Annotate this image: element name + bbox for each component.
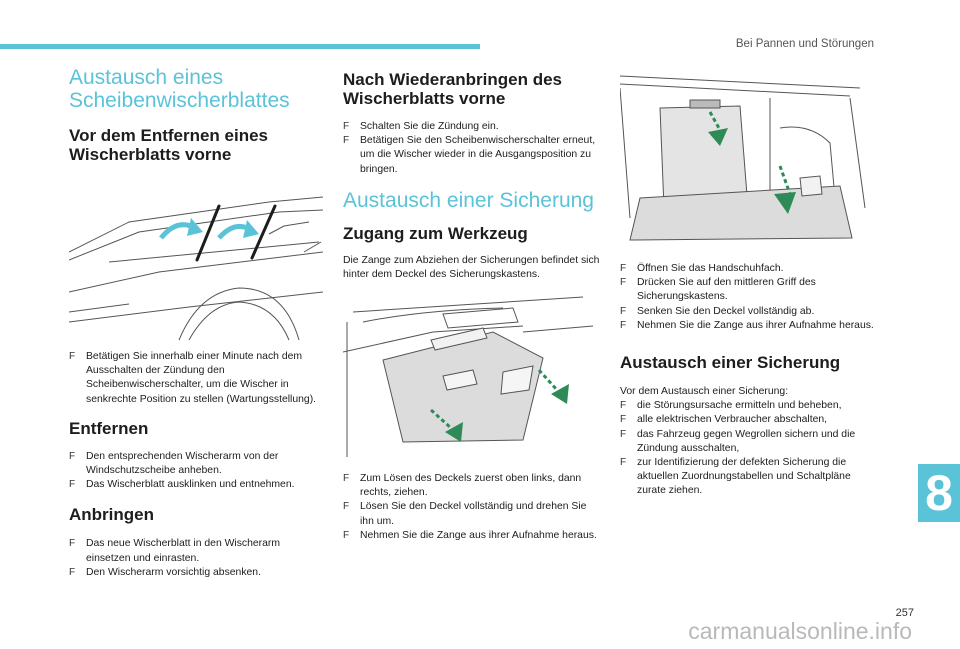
column-fuse-replace: Öffnen Sie das Handschuhfach. Drücken Si… — [620, 262, 876, 499]
list-item: Den Wischerarm vorsichtig absenken. — [69, 566, 324, 580]
list-item: das Fahrzeug gegen Wegrollen sichern und… — [620, 428, 876, 456]
list-item: Das neue Wischerblatt in den Wischerarm … — [69, 537, 324, 565]
wiper-illustration — [69, 192, 323, 342]
list-item: zur Identifizierung der defekten Sicheru… — [620, 456, 876, 499]
list-item: die Störungsursache ermitteln und behebe… — [620, 399, 876, 413]
watermark: carmanualsonline.info — [688, 618, 912, 644]
list-item: Den entsprechenden Wischerarm von der Wi… — [69, 450, 324, 478]
list-item: Öffnen Sie das Handschuhfach. — [620, 262, 876, 276]
list-item: alle elektrischen Verbraucher abschalten… — [620, 413, 876, 427]
column-wiper: Austausch eines Scheibenwischerblattes V… — [69, 66, 324, 164]
tool-access-text: Die Zange zum Abziehen der Sicherungen b… — [343, 254, 600, 281]
list-item: Drücken Sie auf den mittleren Griff des … — [620, 276, 876, 304]
list-item: Lösen Sie den Deckel vollständig und dre… — [343, 500, 601, 528]
list-item: Das Wischerblatt ausklinken und entnehme… — [69, 478, 324, 492]
wiper-title: Austausch eines Scheibenwischerblattes — [69, 66, 290, 112]
glovebox-illustration — [620, 68, 876, 244]
column-fuse-lower: Zum Lösen des Deckels zuerst oben links,… — [343, 472, 601, 543]
list-item: Betätigen Sie innerhalb einer Minute nac… — [69, 350, 324, 407]
removal-heading: Entfernen — [69, 418, 149, 438]
list-item: Schalten Sie die Zündung ein. — [343, 120, 605, 134]
list-item: Nehmen Sie die Zange aus ihrer Aufnahme … — [343, 529, 601, 543]
list-item: Betätigen Sie den Scheibenwischerschalte… — [343, 134, 605, 177]
replace-fuse-intro: Vor dem Austausch einer Sicherung: — [620, 386, 789, 398]
header-accent-bar — [0, 44, 480, 49]
after-refit-heading: Nach Wiederanbringen des Wischerblatts v… — [343, 70, 563, 108]
list-item: Senken Sie den Deckel vollständig ab. — [620, 305, 876, 319]
replace-fuse-heading: Austausch einer Sicherung — [620, 353, 841, 373]
column-wiper-lower: Betätigen Sie innerhalb einer Minute nac… — [69, 350, 324, 580]
chapter-tab: 8 — [918, 464, 960, 522]
fusebox-cover-illustration — [343, 292, 601, 462]
tool-access-heading: Zugang zum Werkzeug — [343, 223, 528, 243]
list-item: Zum Lösen des Deckels zuerst oben links,… — [343, 472, 601, 500]
install-heading: Anbringen — [69, 505, 154, 525]
list-item: Nehmen Sie die Zange aus ihrer Aufnahme … — [620, 319, 876, 333]
section-title: Bei Pannen und Störungen — [735, 38, 874, 50]
column-fuse: Nach Wiederanbringen des Wischerblatts v… — [343, 70, 605, 282]
before-removal-heading: Vor dem Entfernen eines Wischerblatts vo… — [69, 126, 269, 164]
fuse-title: Austausch einer Sicherung — [343, 188, 594, 212]
page-number: 257 — [895, 607, 914, 619]
